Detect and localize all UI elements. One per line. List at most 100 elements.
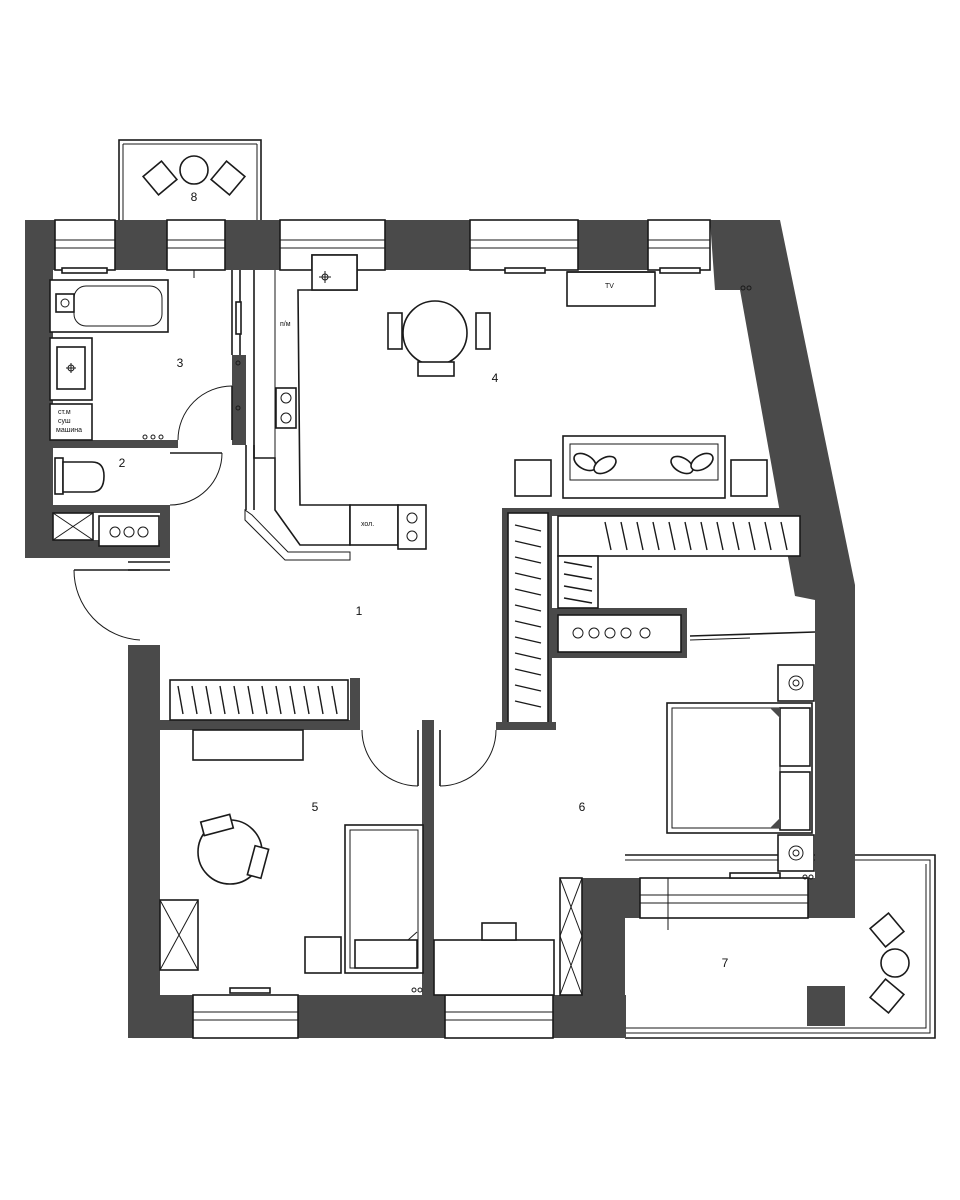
hanger xyxy=(303,685,310,715)
room-label-7: 7 xyxy=(722,956,729,970)
side-table xyxy=(514,459,552,497)
hanger xyxy=(563,597,593,604)
window xyxy=(166,219,226,271)
washer-label: машина xyxy=(56,427,82,434)
hanger xyxy=(652,521,660,551)
hanger xyxy=(668,521,676,551)
toilet-bowl xyxy=(62,461,105,493)
sofa-area xyxy=(514,435,768,499)
hanger xyxy=(620,521,628,551)
tv-unit: TV xyxy=(566,271,656,307)
meter-panel xyxy=(98,515,160,547)
toilet-door-swing[interactable] xyxy=(169,452,223,506)
dining-chair xyxy=(387,312,403,350)
hanger xyxy=(261,685,268,715)
windows xyxy=(54,219,809,1039)
interior-walls xyxy=(53,270,802,995)
hanger xyxy=(317,685,324,715)
entrance-door[interactable] xyxy=(73,561,170,641)
pillow xyxy=(354,939,418,969)
window xyxy=(647,219,711,271)
fridge xyxy=(349,504,399,546)
oven xyxy=(397,504,427,550)
window xyxy=(639,877,809,930)
hanger xyxy=(514,652,542,660)
room-6-door[interactable] xyxy=(439,729,497,787)
hanger xyxy=(514,620,542,628)
hanger xyxy=(247,685,254,715)
washer-label: суш xyxy=(58,418,71,425)
room-label-1: 1 xyxy=(356,604,363,618)
room-label-2: 2 xyxy=(119,456,126,470)
hanger xyxy=(636,521,644,551)
hanger xyxy=(563,573,593,580)
window xyxy=(469,219,579,271)
hanger xyxy=(514,588,542,596)
room-label-5: 5 xyxy=(312,800,319,814)
dining-chair xyxy=(475,312,491,350)
hanger xyxy=(604,521,612,551)
hanger xyxy=(289,685,296,715)
window xyxy=(192,994,299,1039)
bathroom-door-swing[interactable] xyxy=(177,385,233,441)
hanger xyxy=(514,668,542,676)
hanger xyxy=(764,521,772,551)
hanger xyxy=(732,521,740,551)
hanger xyxy=(177,685,184,715)
hanger xyxy=(563,585,593,592)
outer-walls xyxy=(25,220,855,1038)
balcony-chair xyxy=(868,911,906,949)
dining-chair xyxy=(417,361,455,377)
dishwasher-label: п/м xyxy=(280,321,291,328)
hanger xyxy=(205,685,212,715)
hanger xyxy=(219,685,226,715)
hanger xyxy=(191,685,198,715)
chair xyxy=(246,844,270,880)
room-label-4: 4 xyxy=(492,371,499,385)
nightstand xyxy=(777,664,815,702)
desk-chair xyxy=(481,922,517,941)
side-table xyxy=(730,459,768,497)
hanger xyxy=(563,561,593,568)
room-5-door[interactable] xyxy=(361,729,419,787)
bedroom-6 xyxy=(433,631,816,996)
hanger xyxy=(514,636,542,644)
room-label-6: 6 xyxy=(579,800,586,814)
balcony-7 xyxy=(625,854,936,1039)
window xyxy=(444,994,554,1039)
wardrobes xyxy=(169,515,801,721)
room-label-8: 8 xyxy=(191,190,198,204)
tall-cabinet xyxy=(559,877,583,996)
balcony-chair xyxy=(209,159,247,197)
hanger xyxy=(684,521,692,551)
pillow xyxy=(779,707,811,767)
wardrobe-hangers xyxy=(514,524,542,708)
balcony-table xyxy=(880,948,910,978)
hob xyxy=(275,387,297,429)
fridge-label: хол. xyxy=(361,521,374,528)
shelf xyxy=(192,729,304,761)
room-label-3: 3 xyxy=(177,356,184,370)
balcony-chair xyxy=(868,977,906,1015)
hanger xyxy=(514,524,542,532)
hanger xyxy=(780,521,788,551)
hanger xyxy=(514,604,542,612)
kitchen: п/м хол. xyxy=(244,254,427,561)
hanger xyxy=(716,521,724,551)
pillow xyxy=(779,771,811,831)
tv-label: TV xyxy=(605,283,614,290)
hanger xyxy=(331,685,338,715)
bathroom: ст.м суш машина 3 xyxy=(49,279,242,441)
washer-label: ст.м xyxy=(58,409,71,416)
hanger xyxy=(514,572,542,580)
balcony-column xyxy=(807,986,845,1026)
toilet: 2 xyxy=(52,452,223,547)
balcony-chair xyxy=(141,159,179,197)
hanger xyxy=(514,540,542,548)
nightstand xyxy=(304,936,342,974)
kitchen-sink xyxy=(311,254,358,291)
dining-set xyxy=(387,300,491,377)
chair xyxy=(199,813,235,837)
hanger xyxy=(748,521,756,551)
